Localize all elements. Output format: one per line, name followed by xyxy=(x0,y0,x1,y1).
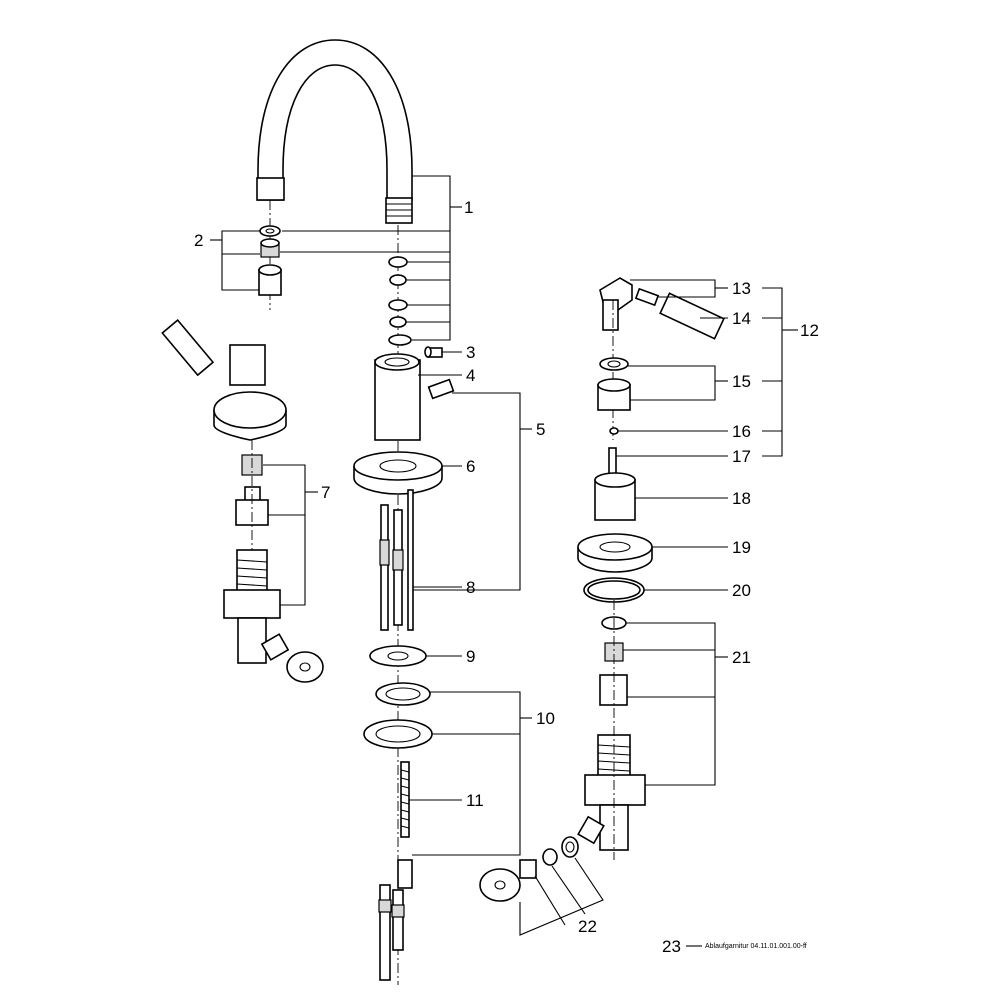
connector-nut-parts xyxy=(479,836,579,902)
callout-5: 5 xyxy=(536,420,545,439)
callout-10: 10 xyxy=(536,709,555,728)
spout-o-rings xyxy=(388,256,412,346)
callout-12: 12 xyxy=(800,321,819,340)
callout-labels: 1 2 3 4 5 6 7 8 9 10 11 12 13 14 15 16 1… xyxy=(194,198,819,956)
callout-3: 3 xyxy=(466,343,475,362)
callout-15: 15 xyxy=(732,372,751,391)
footer-note: Ablaufgarnitur 04.11.01.001.00-ff xyxy=(705,943,807,950)
hose-connectors xyxy=(378,884,405,981)
callout-2: 2 xyxy=(194,231,203,250)
leader-lines xyxy=(210,175,798,947)
callout-21: 21 xyxy=(732,648,751,667)
callout-1: 1 xyxy=(464,198,473,217)
callout-23: 23 xyxy=(662,937,681,956)
flange-part xyxy=(353,451,443,495)
mounting-washers xyxy=(363,682,433,749)
callout-13: 13 xyxy=(732,279,751,298)
washer-part xyxy=(369,645,427,667)
connection-tubes xyxy=(379,489,414,631)
right-handle-assembly xyxy=(597,277,725,479)
callout-16: 16 xyxy=(732,422,751,441)
callout-9: 9 xyxy=(466,647,475,666)
set-screw-part xyxy=(424,346,443,358)
left-handle-assembly xyxy=(161,318,324,683)
callout-19: 19 xyxy=(732,538,751,557)
callout-8: 8 xyxy=(466,578,475,597)
spout-body-part xyxy=(374,353,455,441)
callout-11: 11 xyxy=(466,791,484,810)
callout-22: 22 xyxy=(578,917,597,936)
callout-14: 14 xyxy=(732,309,751,328)
right-valve-stack xyxy=(577,472,653,860)
threaded-rod-part xyxy=(397,761,413,889)
callout-18: 18 xyxy=(732,489,751,508)
callout-17: 17 xyxy=(732,447,751,466)
spout-part xyxy=(256,39,413,224)
callout-7: 7 xyxy=(321,483,330,502)
callout-4: 4 xyxy=(466,366,475,385)
callout-6: 6 xyxy=(466,457,475,476)
callout-20: 20 xyxy=(732,581,751,600)
